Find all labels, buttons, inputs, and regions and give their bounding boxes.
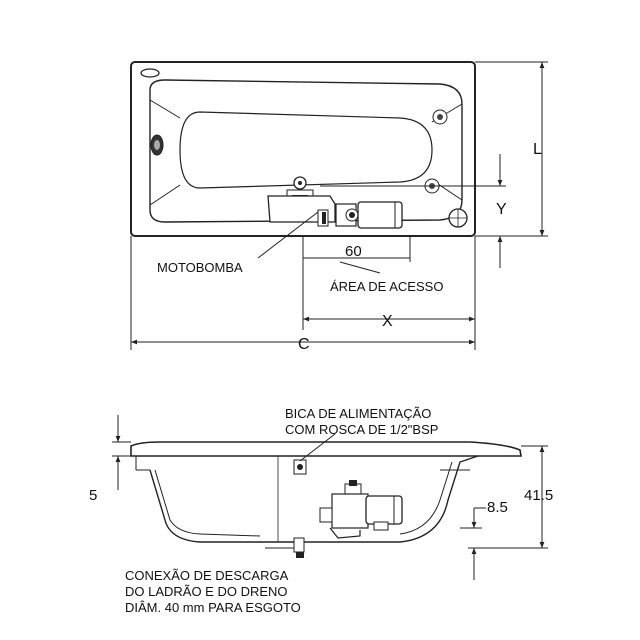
dim-x-label: X	[382, 313, 393, 330]
bica-leader	[299, 433, 336, 462]
motor-pump-side	[319, 480, 403, 539]
water-inlet	[286, 176, 314, 199]
tub-bottom-outline	[179, 111, 433, 189]
motobomba-label: MOTOBOMBA	[157, 260, 243, 275]
tub-side-inner	[154, 461, 453, 537]
tub-side-rim	[130, 441, 522, 457]
overflow-drain-inner	[154, 140, 160, 150]
bica-label-line1: BICA DE ALIMENTAÇÃO	[285, 406, 431, 421]
bica-label-line2: COM ROSCA DE 1/2"BSP	[285, 422, 438, 437]
bica-spout	[293, 459, 307, 475]
basin-bevel-left	[149, 99, 181, 206]
dim-60-label: 60	[345, 243, 362, 260]
motor-pump-top	[267, 195, 403, 229]
area-acesso-label: ÁREA DE ACESSO	[330, 279, 443, 294]
conexao-label-line2: DO LADRÃO E DO DRENO	[125, 584, 288, 599]
top-view: MOTOBOMBA 60 ÁREA DE ACESSO X C Y L	[130, 61, 548, 353]
motobomba-leader	[257, 211, 319, 259]
side-view: BICA DE ALIMENTAÇÃO COM ROSCA DE 1/2"BSP…	[89, 406, 553, 615]
dim-41-5-label: 41.5	[524, 487, 553, 504]
hydro-jet-upper	[432, 109, 448, 125]
dim-8-5-label: 8.5	[487, 499, 508, 516]
tub-side-body	[149, 455, 479, 543]
rim-edge-left	[135, 456, 150, 471]
dim-c-label: C	[298, 336, 310, 353]
dim-l-label: L	[533, 141, 542, 158]
dim-5-label: 5	[89, 487, 97, 504]
area-acesso-leader	[339, 261, 381, 274]
conexao-label-line1: CONEXÃO DE DESCARGA	[125, 568, 289, 583]
drain-valve-cross	[449, 209, 467, 227]
brand-badge	[140, 68, 160, 78]
dim-y-label: Y	[496, 201, 507, 218]
drain-connection	[293, 537, 305, 558]
conexao-label-line3: DIÂM. 40 mm PARA ESGOTO	[125, 600, 301, 615]
